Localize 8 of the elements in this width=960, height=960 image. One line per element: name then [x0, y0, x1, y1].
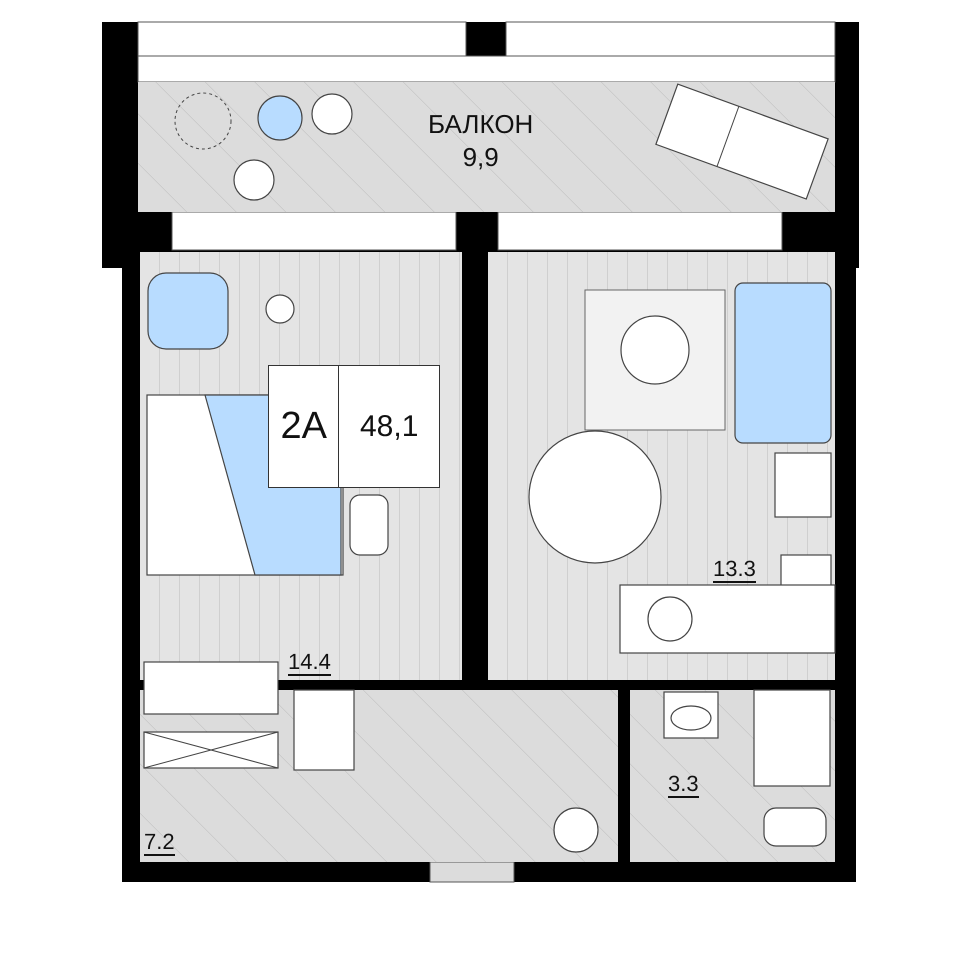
apartment-type: 2А [279, 404, 328, 449]
room-area: 7.2 [144, 830, 175, 856]
total-area: 48,1 [338, 366, 439, 487]
room-area: 9,9 [462, 140, 499, 173]
apartment-info-panel [268, 365, 440, 488]
room-name: БАЛКОН [428, 108, 534, 140]
room-area: 14.4 [288, 650, 331, 676]
room-area: 3.3 [668, 772, 699, 798]
